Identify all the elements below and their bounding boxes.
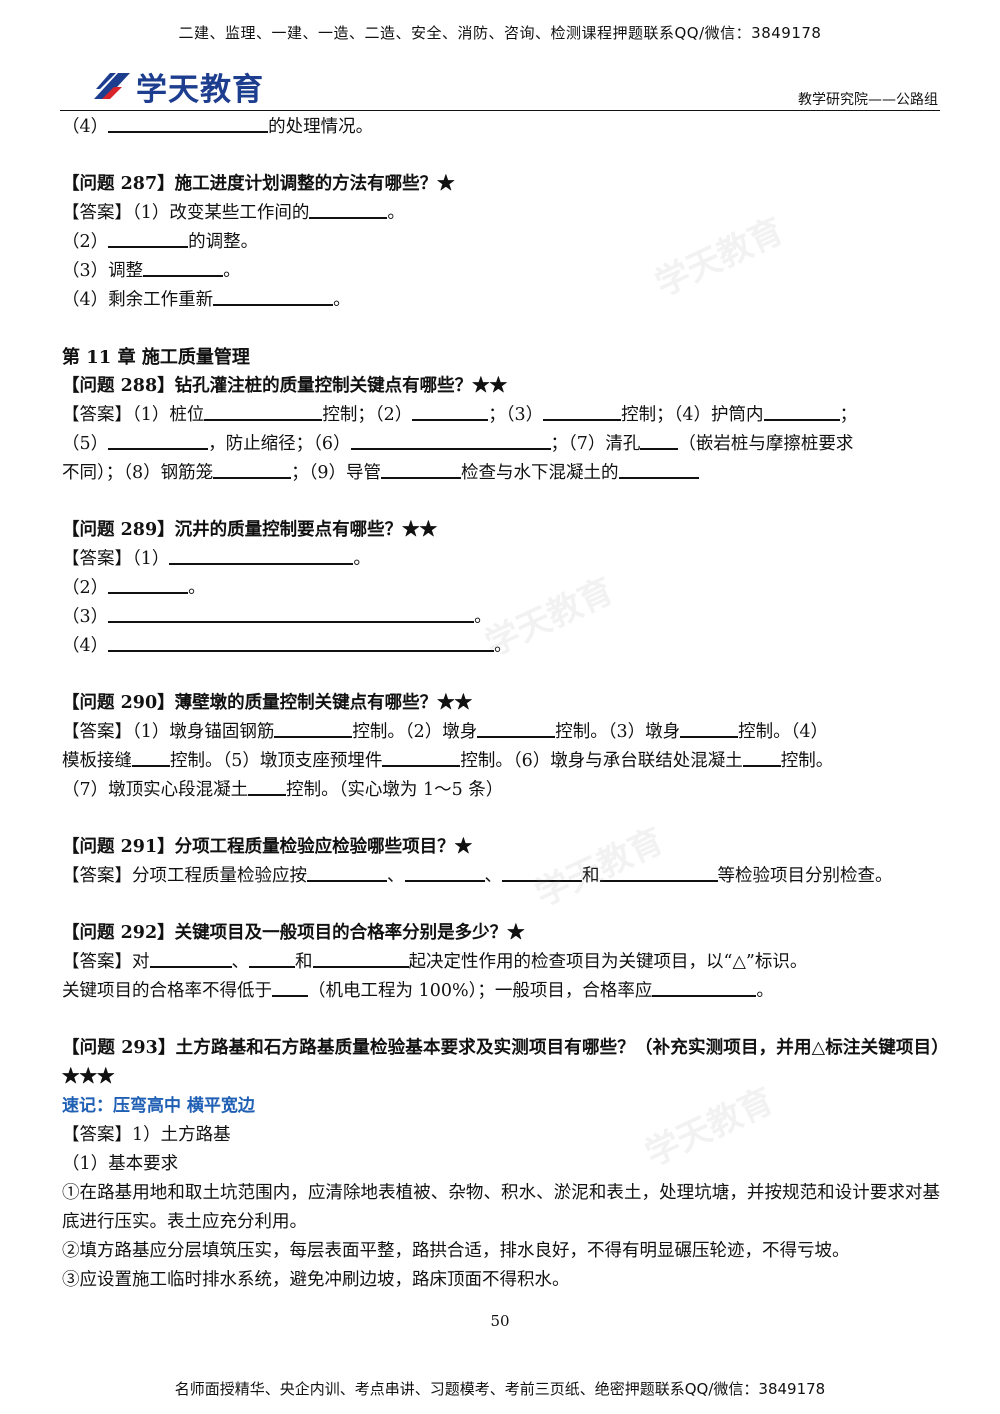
answer-line: （3）。 — [62, 605, 492, 627]
blank — [640, 432, 679, 450]
page-content: （4）的处理情况。 【问题 287】施工进度计划调整的方法有哪些？★ 【答案】（… — [62, 113, 940, 1295]
blank — [108, 576, 189, 594]
chapter-title: 第 11 章 施工质量管理 — [62, 347, 250, 368]
blank — [108, 634, 495, 652]
header-department: 教学研究院——公路组 — [798, 92, 938, 108]
logo: 学天教育 — [92, 68, 264, 108]
blank — [132, 749, 170, 767]
question-287: 【问题 287】施工进度计划调整的方法有哪些？★ — [62, 174, 455, 194]
answer-paragraph: ①在路基用地和取土坑范围内，应清除地表植被、杂物、积水、淤泥和表土，处理坑塘，并… — [62, 1183, 940, 1232]
blank — [143, 259, 224, 277]
blank — [108, 605, 475, 623]
answer-line: 【答案】（1）桩位控制；（2）；（3）控制；（4）护筒内； — [62, 403, 858, 425]
answer-line: 不同）；（8）钢筋笼；（9）导管检查与水下混凝土的 — [62, 459, 940, 488]
question-288: 【问题 288】钻孔灌注桩的质量控制关键点有哪些？★★ — [62, 376, 508, 396]
answer-line: （2）。 — [62, 576, 206, 598]
answer-paragraph: ③应设置施工临时排水系统，避免冲刷边坡，路床顶面不得积水。 — [62, 1270, 570, 1290]
answer-line: 【答案】1）土方路基 — [62, 1125, 231, 1145]
mnemonic: 速记：压弯高中 横平宽边 — [62, 1096, 255, 1116]
answer-line: （3）调整。 — [62, 259, 241, 281]
blank — [404, 864, 485, 882]
blank — [543, 403, 622, 421]
blank — [599, 864, 718, 882]
answer-line: （4）剩余工作重新。 — [62, 288, 351, 310]
blank — [680, 720, 739, 738]
blank — [652, 979, 757, 997]
blank — [477, 720, 556, 738]
page-number: 50 — [490, 1312, 510, 1330]
answer-line: 关键项目的合格率不得低于（机电工程为 100%）；一般项目，合格率应。 — [62, 979, 774, 1001]
blank — [108, 230, 189, 248]
question-290: 【问题 290】薄壁墩的质量控制关键点有哪些？★★ — [62, 693, 473, 713]
bottom-banner: 名师面授精华、央企内训、考点串讲、习题模考、考前三页纸、绝密押题联系QQ/微信：… — [174, 1380, 826, 1398]
question-289: 【问题 289】沉井的质量控制要点有哪些？★★ — [62, 520, 438, 540]
blank — [149, 950, 232, 968]
blank — [249, 950, 295, 968]
blank — [742, 749, 781, 767]
blank — [274, 720, 353, 738]
logo-mark-icon — [94, 73, 130, 99]
question-293: 【问题 293】土方路基和石方路基质量检验基本要求及实测项目有哪些？（补充实测项… — [62, 1038, 940, 1087]
answer-line: 【答案】（1）墩身锚固钢筋控制。（2）墩身控制。（3）墩身控制。（4） — [62, 720, 829, 742]
blank — [350, 432, 551, 450]
blank — [309, 201, 388, 219]
blank — [213, 288, 334, 306]
question-291: 【问题 291】分项工程质量检验应检验哪些项目？★ — [62, 837, 473, 857]
answer-line: （1）基本要求 — [62, 1154, 179, 1174]
header-rule — [60, 110, 940, 111]
blank — [312, 950, 409, 968]
answer-line: （2）的调整。 — [62, 230, 259, 252]
top-banner: 二建、监理、一建、一造、二造、安全、消防、咨询、检测课程押题联系QQ/微信：38… — [178, 24, 822, 42]
blank — [108, 115, 269, 133]
blank — [272, 979, 308, 997]
answer-line: 【答案】对、和起决定性作用的检查项目为关键项目，以“△”标识。 — [62, 950, 808, 972]
question-292: 【问题 292】关键项目及一般项目的合格率分别是多少？★ — [62, 923, 525, 943]
answer-line: 模板接缝控制。（5）墩顶支座预埋件控制。（6）墩身与承台联结处混凝土控制。 — [62, 749, 834, 771]
blank — [169, 547, 354, 565]
answer-line: （5），防止缩径；（6）；（7）清孔（嵌岩桩与摩擦桩要求 — [62, 432, 854, 454]
answer-line: （4）。 — [62, 634, 512, 656]
blank — [618, 461, 699, 479]
blank — [382, 749, 461, 767]
line-287-prev: （4）的处理情况。 — [62, 115, 374, 137]
blank — [502, 864, 582, 882]
blank — [213, 461, 292, 479]
answer-line: 【答案】（1）。 — [62, 547, 371, 569]
blank — [248, 778, 287, 796]
blank — [381, 461, 462, 479]
answer-paragraph: ②填方路基应分层填筑压实，每层表面平整，路拱合适，排水良好，不得有明显碾压轮迹，… — [62, 1241, 850, 1261]
blank — [307, 864, 387, 882]
logo-text: 学天教育 — [136, 71, 264, 108]
blank — [108, 432, 209, 450]
blank — [412, 403, 489, 421]
answer-line: 【答案】分项工程质量检验应按、、和等检验项目分别检查。 — [62, 864, 893, 886]
answer-line: 【答案】（1）改变某些工作间的。 — [62, 201, 405, 223]
blank — [204, 403, 323, 421]
blank — [763, 403, 840, 421]
answer-line: （7）墩顶实心段混凝土控制。（实心墩为 1～5 条） — [62, 778, 504, 800]
